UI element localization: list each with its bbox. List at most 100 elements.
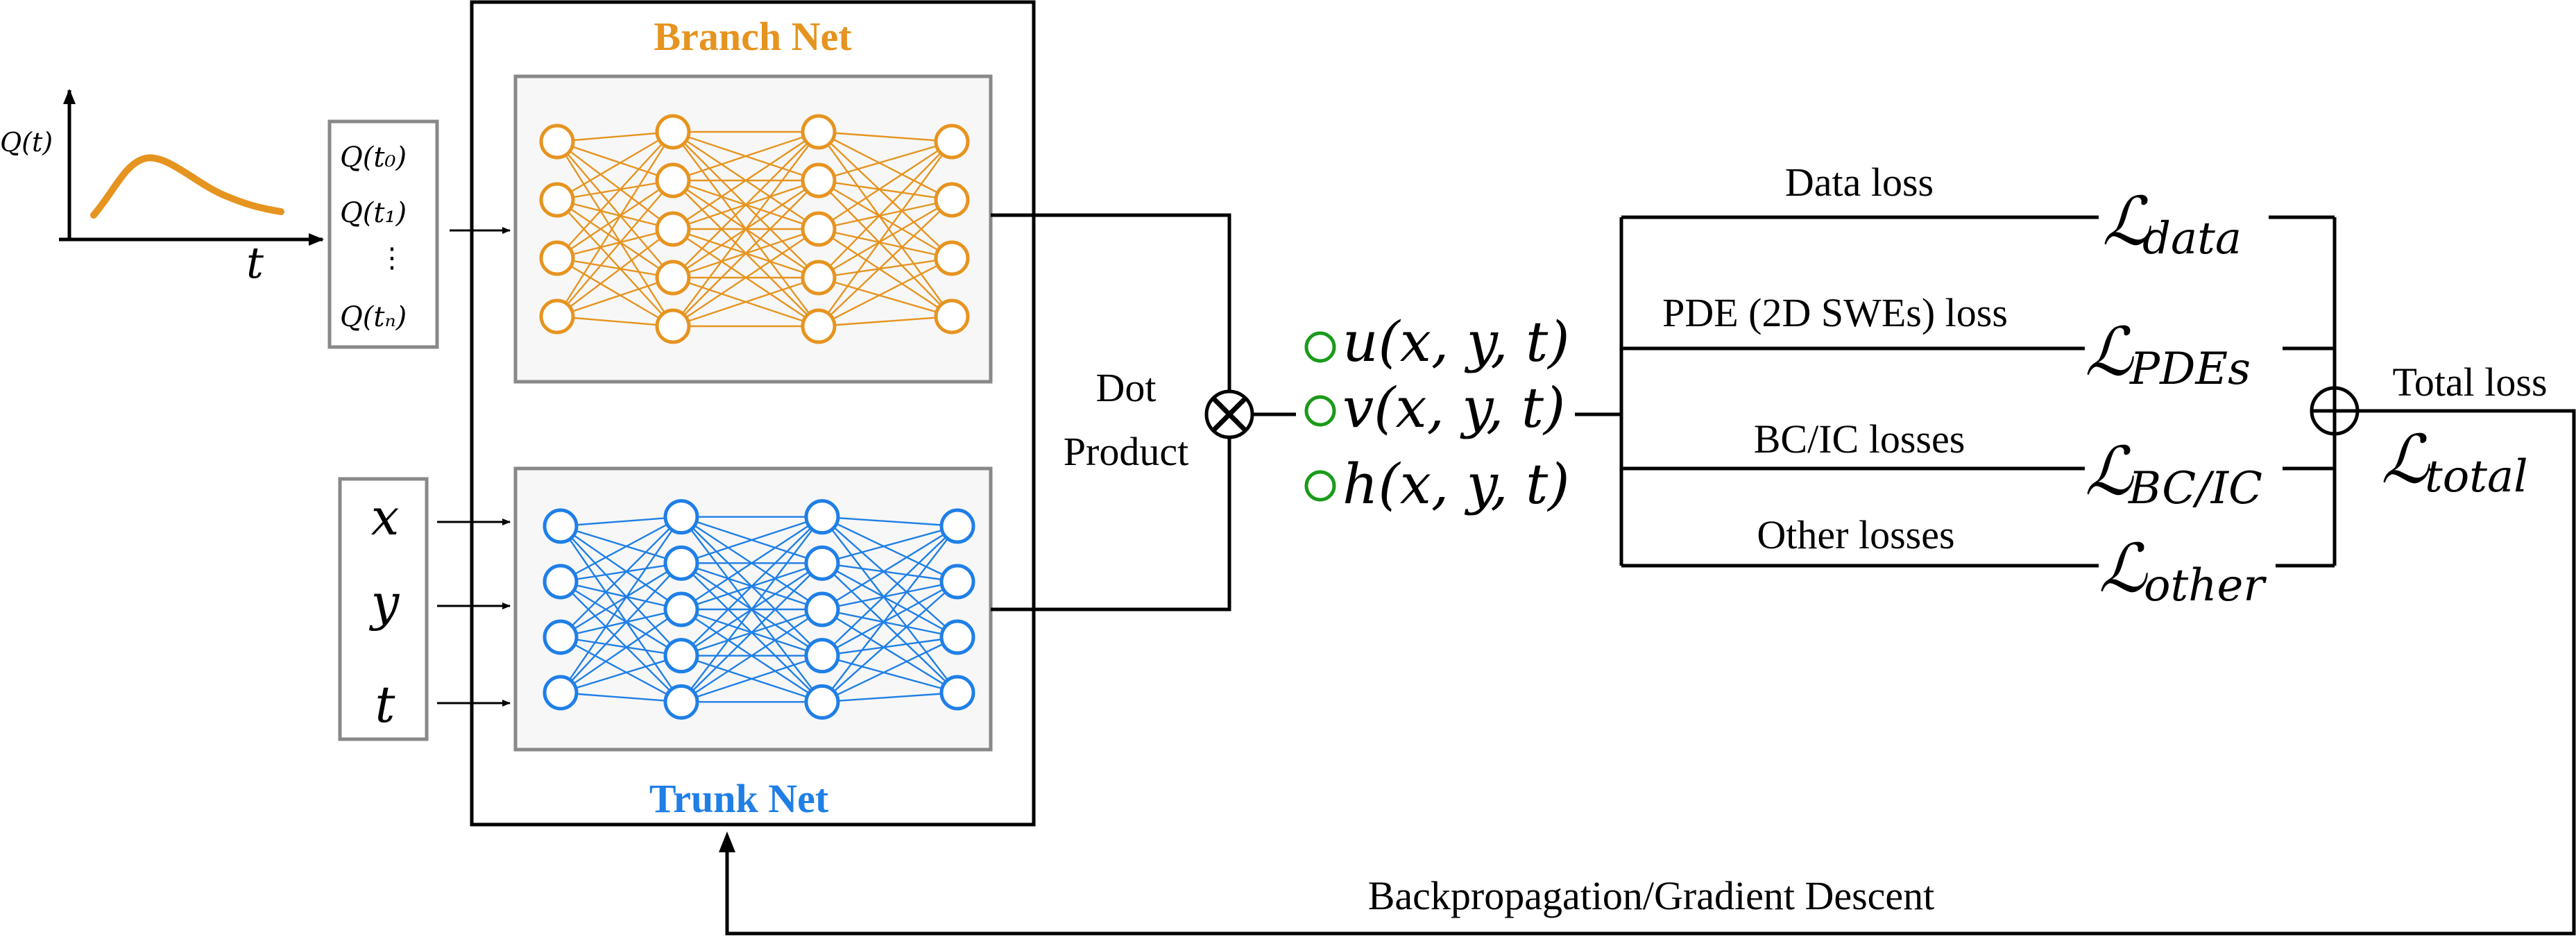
branch-net-connection bbox=[556, 228, 674, 317]
trunk-net-connection bbox=[821, 562, 958, 639]
sample-ellipsis: ⋮ bbox=[378, 242, 406, 273]
trunk-net-neuron bbox=[939, 675, 975, 711]
branch-net-connection bbox=[556, 130, 674, 201]
branch-net-connection bbox=[556, 141, 674, 230]
trunk-net-connection bbox=[681, 516, 823, 611]
branch-net bbox=[539, 114, 970, 344]
branch-net-neuron bbox=[539, 124, 575, 160]
loss-bcic-subscript: BC/IC bbox=[2128, 463, 2262, 514]
loss-data-subscript: data bbox=[2142, 213, 2242, 264]
total-loss-symbol: ℒ bbox=[2381, 421, 2430, 498]
trunk-net-connection bbox=[821, 608, 958, 639]
branch-net-connection bbox=[556, 315, 674, 328]
loss-data-name: Data loss bbox=[1785, 160, 1934, 205]
signal-curve bbox=[90, 154, 284, 219]
branch-net-connection bbox=[818, 140, 953, 230]
branch-net-connection bbox=[818, 199, 953, 279]
branch-net-connection bbox=[818, 257, 953, 279]
trunk-net-connection bbox=[821, 562, 958, 693]
branch-net-connection bbox=[556, 179, 674, 201]
output-marker-u bbox=[1304, 331, 1336, 363]
branch-net-neuron bbox=[539, 240, 575, 276]
feedback-line bbox=[725, 409, 2576, 936]
trunk-net-neuron bbox=[939, 508, 975, 544]
branch-net-connection bbox=[672, 131, 819, 230]
trunk-net-connection bbox=[560, 525, 682, 610]
trunk-net-connection bbox=[560, 562, 682, 693]
trunk-net-connection bbox=[821, 636, 958, 657]
branch-net-neuron bbox=[934, 298, 970, 335]
branch-net-connection bbox=[818, 179, 953, 201]
loss-bcic: BC/IC losses ℒ BC/IC bbox=[1621, 416, 2335, 514]
branch-net-connection bbox=[556, 140, 674, 182]
trunk-net-neuron bbox=[939, 619, 975, 655]
branch-net-neuron bbox=[934, 240, 970, 276]
trunk-net-connection bbox=[560, 580, 682, 657]
feedback-label: Backpropagation/Gradient Descent bbox=[1368, 873, 1935, 918]
branch-net-connection bbox=[818, 276, 953, 318]
branch-net-neuron bbox=[801, 211, 837, 247]
branch-net-neuron bbox=[801, 114, 837, 150]
trunk-net-connection bbox=[821, 516, 958, 527]
branch-net-neuron bbox=[539, 182, 575, 218]
branch-net-neuron bbox=[934, 124, 970, 160]
loss-bcic-name: BC/IC losses bbox=[1754, 416, 1965, 462]
branch-net-connection bbox=[818, 199, 953, 327]
branch-net-connection bbox=[672, 228, 819, 327]
branch-net-connection bbox=[672, 130, 819, 182]
sample-n: Q(tₙ) bbox=[340, 301, 407, 333]
branch-net-connection bbox=[556, 141, 674, 327]
trunk-net-connection bbox=[821, 516, 958, 638]
branch-net-connection bbox=[556, 199, 674, 278]
branch-net-connection bbox=[818, 228, 953, 260]
branch-net-connection bbox=[672, 131, 819, 327]
trunk-net-connection bbox=[560, 636, 682, 703]
trunk-net-neuron bbox=[663, 545, 699, 581]
trunk-net-connection bbox=[821, 525, 958, 564]
loss-data-symbol: ℒ bbox=[2102, 183, 2151, 260]
trunk-net-connection bbox=[821, 562, 958, 583]
trunk-net-connection bbox=[560, 525, 682, 657]
trunk-input-x: x bbox=[371, 488, 400, 546]
trunk-net-connection bbox=[560, 655, 682, 694]
output-marker-h bbox=[1304, 470, 1336, 502]
trunk-net-connection bbox=[681, 516, 823, 564]
trunk-net-neuron bbox=[804, 684, 840, 720]
outputs: u(x, y, t) v(x, y, t) h(x, y, t) bbox=[1304, 310, 1570, 516]
trunk-net-connection bbox=[560, 608, 682, 639]
trunk-net bbox=[543, 499, 975, 720]
trunk-net-connection bbox=[681, 562, 823, 703]
branch-net-title: Branch Net bbox=[654, 14, 852, 59]
trunk-net-neuron bbox=[939, 564, 975, 600]
trunk-net-connection bbox=[681, 516, 823, 703]
branch-net-connection bbox=[556, 257, 674, 328]
branch-net-connection bbox=[556, 199, 674, 230]
trunk-net-connection bbox=[821, 516, 958, 693]
trunk-net-connection bbox=[681, 655, 823, 703]
branch-net-neuron bbox=[655, 114, 691, 150]
trunk-net-connection bbox=[560, 516, 682, 583]
loss-pde-subscript: PDEs bbox=[2129, 344, 2251, 395]
trunk-net-neuron bbox=[663, 591, 699, 627]
dot-product-label-line1: Dot bbox=[1096, 365, 1157, 410]
total-loss-subscript: total bbox=[2425, 451, 2528, 503]
branch-net-connection bbox=[556, 180, 674, 259]
loss-bcic-symbol: ℒ bbox=[2085, 432, 2134, 510]
trunk-net-connection bbox=[821, 525, 958, 657]
branch-output-line bbox=[991, 213, 1231, 392]
loss-pde: PDE (2D SWEs) loss ℒ PDEs bbox=[1621, 290, 2335, 395]
output-h: h(x, y, t) bbox=[1342, 452, 1570, 516]
sample-box: Q(t₀) Q(t₁) ⋮ Q(tₙ) bbox=[327, 119, 439, 349]
trunk-net-neuron bbox=[804, 638, 840, 674]
branch-net-connection bbox=[818, 141, 953, 278]
trunk-net-connection bbox=[560, 562, 682, 583]
trunk-net-connection bbox=[560, 516, 682, 638]
branch-net-connection bbox=[556, 180, 674, 317]
branch-net-connection bbox=[556, 228, 674, 260]
trunk-net-connection bbox=[681, 516, 823, 657]
loss-pde-name: PDE (2D SWEs) loss bbox=[1662, 290, 2008, 335]
trunk-net-connection bbox=[560, 609, 682, 693]
trunk-net-title: Trunk Net bbox=[649, 776, 829, 821]
trunk-net-connection bbox=[821, 516, 958, 583]
